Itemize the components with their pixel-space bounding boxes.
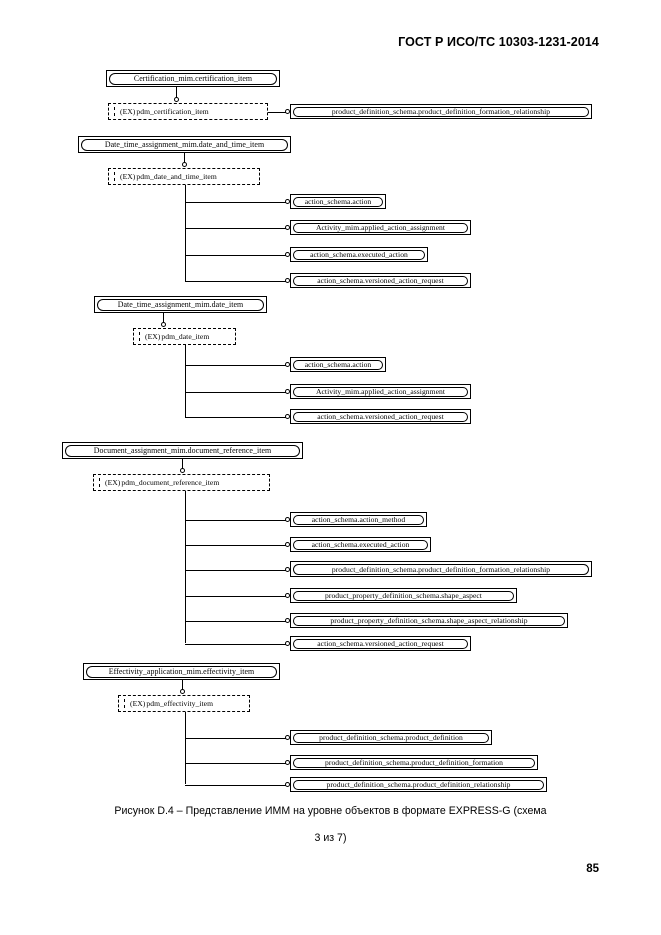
connector-vertical [184, 153, 185, 166]
select-node-certification-item: Certification_mim.certification_item [106, 70, 280, 87]
entity-node-ppds-shape-aspect: product_property_definition_schema.shape… [290, 588, 517, 603]
relationship-circle [285, 278, 290, 283]
relationship-circle [285, 782, 290, 787]
entity-node-action-schema-versioned-action-request: action_schema.versioned_action_request [290, 409, 471, 424]
page-reference-pdm-certification-item: (EX) pdm_certification_item [108, 103, 268, 120]
entity-node-ppds-shape-aspect-relationship: product_property_definition_schema.shape… [290, 613, 568, 628]
dashed-tick [114, 107, 115, 116]
connector-vertical [182, 680, 183, 693]
relationship-circle [285, 199, 290, 204]
connector-circle [160, 322, 166, 327]
relationship-circle [285, 252, 290, 257]
connector-horizontal [185, 595, 286, 597]
connector-circle [181, 162, 187, 167]
relationship-circle [285, 362, 290, 367]
select-node-date-and-time-item: Date_time_assignment_mim.date_and_time_i… [78, 136, 291, 153]
figure-caption-line1: Рисунок D.4 – Представление ИММ на уровн… [114, 805, 547, 817]
page-ref-prefix: (EX) [105, 478, 121, 487]
relationship-circle [285, 618, 290, 623]
connector-trunk [185, 185, 186, 281]
connector-horizontal [185, 364, 286, 366]
page-ref-prefix: (EX) [145, 332, 161, 341]
page-ref-prefix: (EX) [130, 699, 146, 708]
connector-horizontal [185, 784, 286, 786]
entity-node-pds-product-definition-relationship: product_definition_schema.product_defini… [290, 777, 547, 792]
connector-vertical [176, 87, 177, 101]
connector-vertical [163, 313, 164, 326]
entity-node-activity-mim-applied-action-assignment: Activity_mim.applied_action_assignment [290, 220, 471, 235]
select-node-effectivity-item: Effectivity_application_mim.effectivity_… [83, 663, 280, 680]
relationship-circle [285, 735, 290, 740]
page-ref-label: pdm_document_reference_item [121, 478, 220, 487]
entity-node-action-schema-versioned-action-request: action_schema.versioned_action_request [290, 273, 471, 288]
page-reference-pdm-date-item: (EX) pdm_date_item [133, 328, 236, 345]
entity-node-action-schema-versioned-action-request: action_schema.versioned_action_request [290, 636, 471, 651]
relationship-circle [285, 542, 290, 547]
entity-node-pds-product-definition-formation-relationship: product_definition_schema.product_defini… [290, 561, 592, 577]
select-node-document-reference-item: Document_assignment_mim.document_referen… [62, 442, 303, 459]
relationship-circle [285, 517, 290, 522]
page-ref-label: pdm_date_and_time_item [136, 172, 217, 181]
connector-trunk [185, 345, 186, 417]
page-ref-label: pdm_effectivity_item [146, 699, 214, 708]
relationship-circle [285, 760, 290, 765]
relationship-circle [285, 109, 290, 114]
relationship-circle [285, 414, 290, 419]
connector-horizontal [185, 737, 286, 739]
document-header-title: ГОСТ Р ИСО/ТС 10303-1231-2014 [398, 35, 599, 49]
figure-caption-line2: 3 из 7) [314, 832, 347, 844]
relationship-circle [285, 641, 290, 646]
connector-horizontal [185, 416, 286, 418]
connector-trunk [185, 491, 186, 643]
page-reference-pdm-document-reference-item: (EX) pdm_document_reference_item [93, 474, 270, 491]
entity-node-action-schema-action: action_schema.action [290, 194, 386, 209]
relationship-circle [285, 225, 290, 230]
entity-node-action-schema-action: action_schema.action [290, 357, 386, 372]
page-ref-prefix: (EX) [120, 172, 136, 181]
page-ref-label: pdm_date_item [161, 332, 210, 341]
entity-node-activity-mim-applied-action-assignment: Activity_mim.applied_action_assignment [290, 384, 471, 399]
connector-horizontal [185, 620, 286, 622]
connector-horizontal [185, 391, 286, 393]
page-number: 85 [586, 863, 599, 875]
page-reference-pdm-effectivity-item: (EX) pdm_effectivity_item [118, 695, 250, 712]
page-ref-label: pdm_certification_item [136, 107, 209, 116]
select-node-date-item: Date_time_assignment_mim.date_item [94, 296, 267, 313]
connector-trunk [185, 712, 186, 784]
connector-horizontal [268, 111, 286, 113]
dashed-tick [124, 699, 125, 708]
entity-node-action-schema-executed-action: action_schema.executed_action [290, 537, 431, 552]
connector-circle [179, 689, 185, 694]
express-g-diagram: Certification_mim.certification_item (EX… [62, 70, 592, 792]
relationship-circle [285, 593, 290, 598]
connector-horizontal [185, 569, 286, 571]
connector-horizontal [185, 201, 286, 203]
connector-horizontal [185, 643, 286, 645]
connector-horizontal [185, 519, 286, 521]
connector-horizontal [185, 762, 286, 764]
relationship-circle [285, 389, 290, 394]
dashed-tick [114, 172, 115, 181]
entity-node-action-schema-executed-action: action_schema.executed_action [290, 247, 428, 262]
entity-node-pds-product-definition: product_definition_schema.product_defini… [290, 730, 492, 745]
connector-horizontal [185, 227, 286, 229]
dashed-tick [99, 478, 100, 487]
connector-circle [179, 468, 185, 473]
connector-horizontal [185, 254, 286, 256]
entity-node-pds-product-definition-formation-relationship: product_definition_schema.product_defini… [290, 104, 592, 119]
page-reference-pdm-date-and-time-item: (EX) pdm_date_and_time_item [108, 168, 260, 185]
dashed-tick [139, 332, 140, 341]
entity-node-action-schema-action-method: action_schema.action_method [290, 512, 427, 527]
connector-horizontal [185, 544, 286, 546]
connector-circle [173, 97, 179, 102]
page-ref-prefix: (EX) [120, 107, 136, 116]
connector-horizontal [185, 280, 286, 282]
connector-vertical [182, 459, 183, 472]
entity-node-pds-product-definition-formation: product_definition_schema.product_defini… [290, 755, 538, 770]
relationship-circle [285, 567, 290, 572]
